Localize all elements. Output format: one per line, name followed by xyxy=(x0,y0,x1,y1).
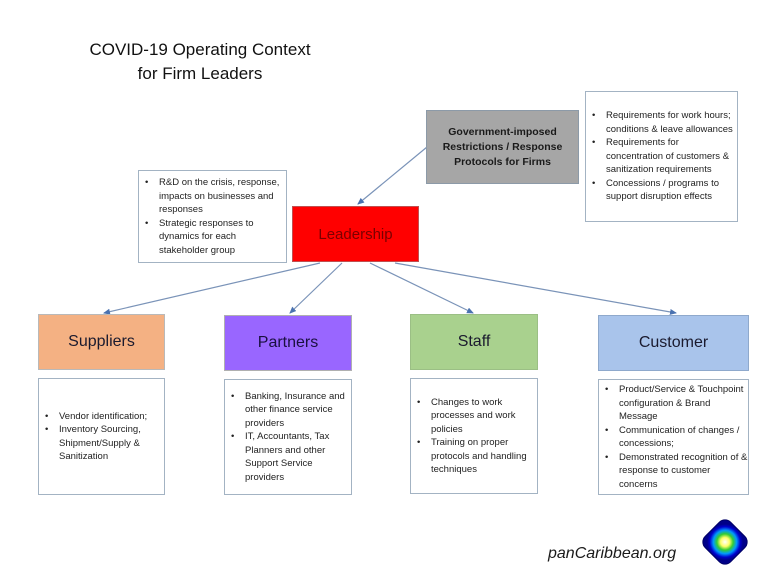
leadership-note-item: R&D on the crisis, response, impacts on … xyxy=(145,176,286,217)
diagram-title: COVID-19 Operating Context for Firm Lead… xyxy=(60,38,340,86)
government-label-line-1: Government-imposed xyxy=(448,125,557,138)
staff-note-item: Changes to work processes and work polic… xyxy=(417,396,537,437)
arrow-gov-to-leadership xyxy=(357,146,428,205)
leadership-label: Leadership xyxy=(318,225,393,243)
arrow-leadership-to-customer xyxy=(394,262,677,315)
partners-label: Partners xyxy=(257,334,319,351)
arrow-leadership-to-partners xyxy=(289,262,343,314)
government-note-item: Requirements for work hours; conditions … xyxy=(592,109,737,136)
customer-note-item: Demonstrated recognition of & response t… xyxy=(605,451,748,492)
suppliers-label: Suppliers xyxy=(68,333,135,350)
customer-note-item: Communication of changes / concessions; xyxy=(605,424,748,451)
title-line-1: COVID-19 Operating Context xyxy=(89,40,311,59)
arrow-leadership-to-staff xyxy=(369,262,474,314)
suppliers-note-item: Vendor identification; xyxy=(45,410,164,424)
government-notes: Requirements for work hours; conditions … xyxy=(585,91,738,222)
government-label-line-2: Restrictions / Response xyxy=(442,140,563,153)
leadership-node: Leadership xyxy=(292,206,419,262)
customer-notes: Product/Service & Touchpoint configurati… xyxy=(598,379,749,495)
suppliers-node: Suppliers xyxy=(38,314,165,370)
title-line-2: for Firm Leaders xyxy=(137,64,263,83)
partners-notes: Banking, Insurance and other finance ser… xyxy=(224,379,352,495)
partners-note-item: IT, Accountants, Tax Planners and other … xyxy=(231,430,351,484)
partners-node: Partners xyxy=(224,315,352,371)
customer-node: Customer xyxy=(598,315,749,371)
staff-notes: Changes to work processes and work polic… xyxy=(410,378,538,494)
staff-note-item: Training on proper protocols and handlin… xyxy=(417,436,537,477)
leadership-notes: R&D on the crisis, response, impacts on … xyxy=(138,170,287,263)
government-note-item: Concessions / programs to support disrup… xyxy=(592,177,737,204)
suppliers-note-item: Inventory Sourcing, Shipment/Supply & Sa… xyxy=(45,423,164,464)
government-note-item: Requirements for concentration of custom… xyxy=(592,136,737,177)
staff-label: Staff xyxy=(457,333,491,350)
customer-note-item: Product/Service & Touchpoint configurati… xyxy=(605,383,748,424)
government-node: Government-imposed Restrictions / Respon… xyxy=(426,110,579,184)
suppliers-notes: Vendor identification; Inventory Sourcin… xyxy=(38,378,165,495)
staff-node: Staff xyxy=(410,314,538,370)
arrow-leadership-to-suppliers xyxy=(103,262,321,315)
leadership-note-item: Strategic responses to dynamics for each… xyxy=(145,217,286,258)
pancaribbean-logo-icon xyxy=(694,514,756,570)
customer-label: Customer xyxy=(638,334,709,351)
brand-text: panCaribbean.org xyxy=(548,545,677,562)
government-label-line-3: Protocols for Firms xyxy=(454,155,551,168)
partners-note-item: Banking, Insurance and other finance ser… xyxy=(231,390,351,431)
